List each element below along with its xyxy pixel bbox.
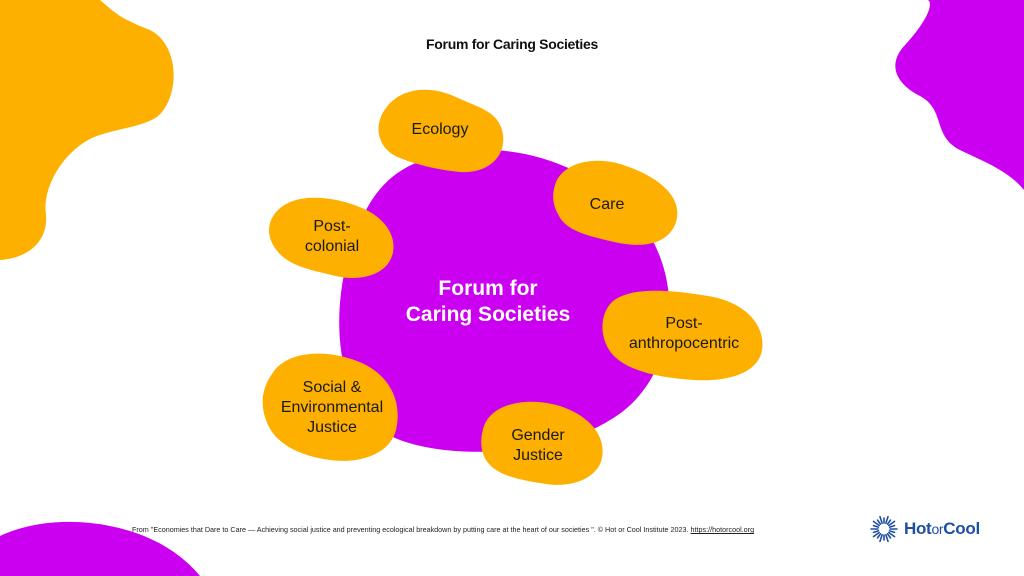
node-blob-social-environmental-justice [262,353,398,461]
sunburst-ray [886,519,892,525]
source-text: From "Economies that Dare to Care — Achi… [132,525,691,534]
node-label-post-colonial: Post- colonial [304,218,360,255]
sunburst-ray [885,533,889,543]
sunburst-ray [872,531,880,538]
node-blob-post-colonial [269,197,394,278]
node-blob-ecology [378,89,504,173]
center-label-line2: Caring Societies [405,303,571,326]
sunburst-ray [872,530,880,534]
logo-wordmark: HotorCool [904,519,980,539]
sunburst-ray [876,533,882,539]
corner-blob-top-right [895,0,1024,190]
logo-part-hot: Hot [904,519,932,538]
page-title: Forum for Caring Societies [426,36,598,52]
sunburst-ray [888,530,896,534]
hotorcool-logo: HotorCool [870,514,1000,544]
sunburst-ray [888,520,896,527]
sunburst-ray [879,533,883,543]
sunburst-ray [886,533,892,539]
sunburst-ray [888,531,896,538]
node-label-ecology: Ecology [411,121,469,138]
source-link[interactable]: https://hotorcool.org [690,525,755,534]
node-blob-post-anthropocentric [602,290,763,381]
sunburst-ray [872,520,880,527]
sunburst-logo-icon [870,515,898,543]
logo-part-cool: Cool [943,519,980,538]
sunburst-ray [888,524,896,528]
node-label-care: Care [589,196,625,213]
node-blob-gender-justice [481,401,603,485]
node-blob-care [553,160,678,245]
sunburst-ray [879,515,883,525]
corner-blob-bottom-left [0,521,200,576]
node-label-gender-justice: Gender Justice [511,427,565,464]
center-label-line1: Forum for [438,277,538,300]
sunburst-ray [885,515,889,525]
corner-blob-top-left [0,0,174,260]
logo-part-or: or [931,521,944,537]
node-label-post-anthropocentric: Post- anthropocentric [628,315,740,352]
source-note: From "Economies that Dare to Care — Achi… [132,525,852,534]
sunburst-ray [872,524,880,528]
sunburst-ray [876,519,882,525]
node-label-social-environmental-justice: Social & Environmental Justice [280,379,384,436]
center-label: Forum for Caring Societies [380,276,596,328]
